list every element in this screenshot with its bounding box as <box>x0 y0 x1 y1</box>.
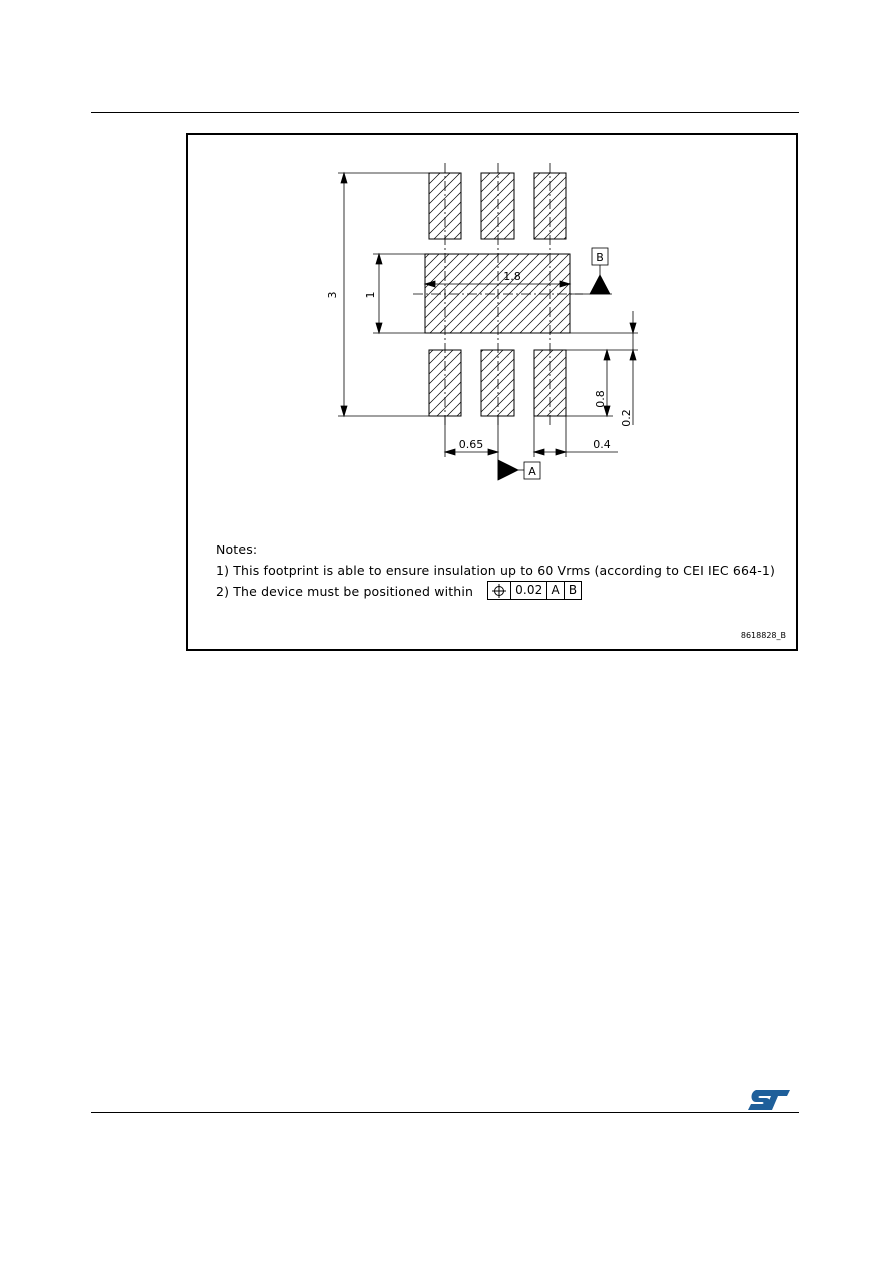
dim-overall-height-label: 3 <box>326 292 339 299</box>
st-logo <box>748 1090 790 1110</box>
dim-body-height-label: 1 <box>364 292 377 299</box>
footer-rule <box>91 1112 799 1113</box>
footprint-drawing: 3 1 1.8 B <box>326 163 638 481</box>
dim-pitch-label: 0.65 <box>459 438 484 451</box>
datum-b-marker <box>570 247 612 295</box>
datum-a-label: A <box>528 465 536 478</box>
header-rule <box>91 112 799 113</box>
dim-body-width <box>423 280 572 288</box>
dim-body-height <box>373 252 425 335</box>
position-icon <box>488 582 510 599</box>
note-2: 2) The device must be positioned within … <box>216 581 775 602</box>
dim-gap-label: 0.2 <box>620 409 633 427</box>
centerlines <box>413 163 583 425</box>
footprint-figure: 3 1 1.8 B <box>186 133 798 651</box>
tolerance-datum-a: A <box>546 582 563 599</box>
tolerance-value: 0.02 <box>510 582 546 599</box>
dim-pad-width <box>532 416 618 457</box>
tolerance-frame: 0.02 A B <box>487 581 583 600</box>
pad-top-2 <box>480 172 515 240</box>
dim-overall-height <box>338 171 429 418</box>
pad-bottom-2 <box>480 349 515 417</box>
notes-heading: Notes: <box>216 542 258 557</box>
dim-pad-length-label: 0.8 <box>594 390 607 408</box>
datum-b-label: B <box>596 251 604 264</box>
note-2-text: 2) The device must be positioned within <box>216 584 474 599</box>
dim-pitch <box>443 416 500 457</box>
dim-pad-width-label: 0.4 <box>593 438 611 451</box>
note-1: 1) This footprint is able to ensure insu… <box>216 563 776 578</box>
dim-body-width-label: 1.8 <box>503 270 521 283</box>
dim-pad-length <box>566 348 613 418</box>
body-outline <box>424 253 571 334</box>
tolerance-datum-b: B <box>563 582 581 599</box>
notes-block: Notes: 1) This footprint is able to ensu… <box>216 539 775 602</box>
dim-gap <box>566 311 638 425</box>
datum-a-marker <box>497 457 541 481</box>
figure-id: 8618828_B <box>740 631 786 640</box>
